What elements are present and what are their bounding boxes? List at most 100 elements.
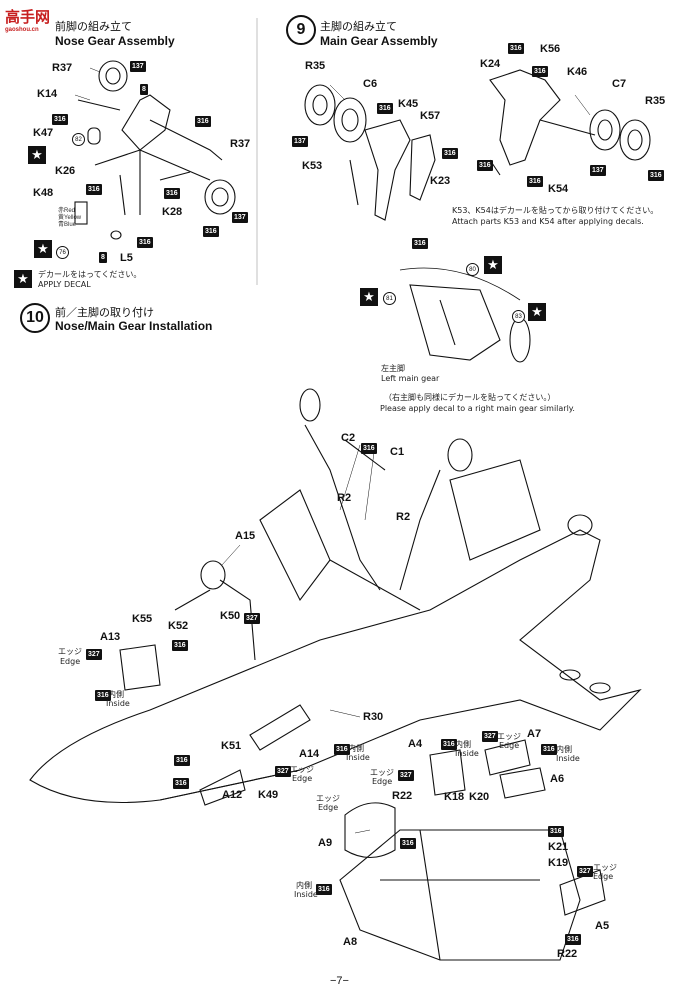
edge-en: Edge (292, 774, 313, 783)
note9-en: Attach parts K53 and K54 after applying … (452, 217, 644, 226)
part-label: K21 (548, 841, 569, 853)
part-label: K28 (162, 206, 183, 218)
apply-decal-en: APPLY DECAL (38, 280, 91, 289)
inside-jp: 内側 (455, 740, 471, 749)
edge-jp: エッジ (593, 863, 617, 872)
part-label: A15 (235, 530, 256, 542)
step8-title-jp: 前脚の組み立て (55, 20, 132, 33)
decal-number: 80 (466, 263, 479, 276)
step9-title-jp: 主脚の組み立て (320, 20, 397, 33)
part-label: K19 (548, 857, 569, 869)
part-label: R35 (645, 95, 666, 107)
paint-tag: 316 (648, 170, 664, 181)
paint-tag: 316 (565, 934, 581, 945)
part-label: R2 (396, 511, 411, 523)
part-label: C7 (612, 78, 627, 90)
paint-tag: 8 (140, 84, 148, 95)
part-label: R35 (305, 60, 326, 72)
inside-jp: 内側 (556, 745, 572, 754)
edge-en: Edge (372, 777, 393, 786)
paint-tag: 316 (173, 778, 189, 789)
edge-jp: エッジ (290, 765, 314, 774)
paint-tag: 137 (130, 61, 146, 72)
decal-number: 83 (512, 310, 525, 323)
watermark-logo: 高手网 gaoshou.cn (5, 6, 50, 33)
inside-en: Inside (294, 890, 318, 899)
paint-tag: 316 (442, 148, 458, 159)
part-label: R37 (230, 138, 251, 150)
star-icon: ★ (28, 146, 46, 164)
decal-number: 82 (72, 133, 85, 146)
edge-jp: エッジ (497, 732, 521, 741)
part-label: K14 (37, 88, 58, 100)
right-gear-note-jp: （右主脚も同様にデカールを貼ってください。） (384, 393, 556, 402)
part-label: R30 (363, 711, 384, 723)
paint-tag: 316 (203, 226, 219, 237)
part-label: K50 (220, 610, 241, 622)
part-label: K23 (430, 175, 451, 187)
part-label: K26 (55, 165, 76, 177)
step8-title-en: Nose Gear Assembly (55, 34, 175, 48)
part-label: K45 (398, 98, 419, 110)
star-icon: ★ (484, 256, 502, 274)
paint-tag: 316 (527, 176, 543, 187)
paint-tag: 316 (441, 739, 457, 750)
part-label: K52 (168, 620, 189, 632)
part-label: R2 (337, 492, 352, 504)
watermark-url: gaoshou.cn (5, 27, 39, 33)
part-label: A12 (222, 789, 243, 801)
star-icon: ★ (14, 270, 32, 288)
star-icon: ★ (360, 288, 378, 306)
paint-tag: 316 (400, 838, 416, 849)
inside-en: Inside (106, 699, 130, 708)
part-label: K57 (420, 110, 441, 122)
edge-en: Edge (499, 741, 520, 750)
edge-jp: エッジ (58, 647, 82, 656)
paint-tag: 316 (52, 114, 68, 125)
left-gear-jp: 左主脚 (381, 364, 405, 373)
step9-number: 9 (286, 15, 316, 45)
edge-en: Edge (593, 872, 614, 881)
edge-jp: エッジ (370, 768, 394, 777)
paint-tag: 327 (275, 766, 291, 777)
part-label: A14 (299, 748, 320, 760)
paint-tag: 316 (532, 66, 548, 77)
part-label: A9 (318, 837, 333, 849)
part-label: R37 (52, 62, 73, 74)
star-icon: ★ (34, 240, 52, 258)
step10-number: 10 (20, 303, 50, 333)
inside-en: Inside (556, 754, 580, 763)
paint-tag: 327 (398, 770, 414, 781)
step9-title-en: Main Gear Assembly (320, 34, 438, 48)
part-label: A5 (595, 920, 610, 932)
part-label: K46 (567, 66, 588, 78)
paint-tag: 316 (195, 116, 211, 127)
inside-en: Inside (455, 749, 479, 758)
watermark-text: 高手网 (5, 8, 51, 26)
part-label: K54 (548, 183, 569, 195)
paint-tag: 316 (477, 160, 493, 171)
paint-tag: 316 (174, 755, 190, 766)
part-label: A8 (343, 936, 358, 948)
left-gear-en: Left main gear (381, 374, 440, 383)
paint-tag: 316 (316, 884, 332, 895)
paint-tag: 316 (95, 690, 111, 701)
paint-tag: 316 (548, 826, 564, 837)
paint-tag: 316 (334, 744, 350, 755)
edge-en: Edge (60, 657, 81, 666)
paint-tag: 316 (164, 188, 180, 199)
part-label: K47 (33, 127, 54, 139)
part-label: C1 (390, 446, 405, 458)
part-label: K20 (469, 791, 490, 803)
color-yellow: 黄Yellow (58, 215, 82, 221)
paint-tag: 316 (86, 184, 102, 195)
note9-jp: K53、K54はデカールを貼ってから取り付けてください。 (452, 206, 659, 215)
paint-tag: 8 (99, 252, 107, 263)
inside-jp: 内側 (108, 690, 124, 699)
decal-number: 76 (56, 246, 69, 259)
part-label: C2 (341, 432, 356, 444)
edge-jp: エッジ (316, 794, 340, 803)
part-label: A13 (100, 631, 121, 643)
decal-number: 81 (383, 292, 396, 305)
paint-tag: 316 (172, 640, 188, 651)
